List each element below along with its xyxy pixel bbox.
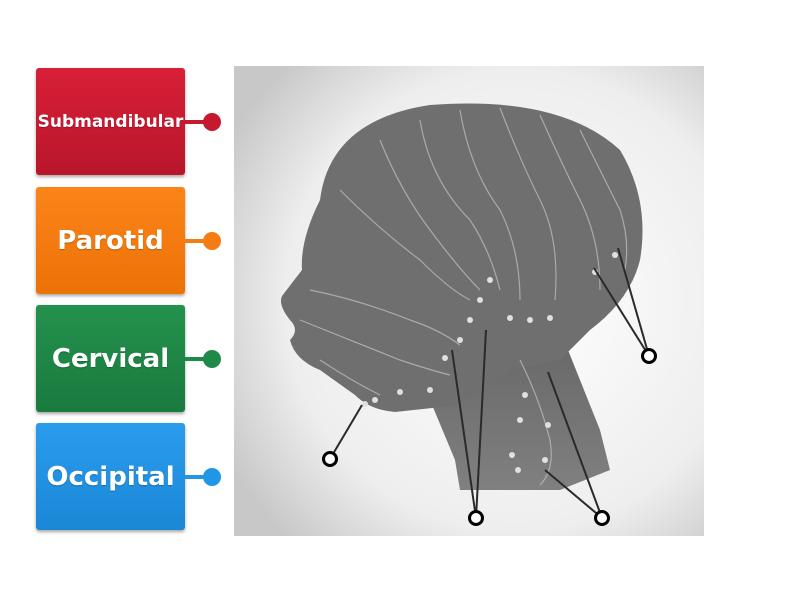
label-text: Parotid xyxy=(57,225,164,256)
lymph-vessels xyxy=(299,107,628,486)
head-lymph-diagram xyxy=(234,66,704,536)
label-cervical[interactable]: Cervical xyxy=(36,305,185,412)
drop-target-occipital-area[interactable] xyxy=(641,348,657,364)
head-shape xyxy=(281,103,643,412)
pointer-lines xyxy=(329,247,650,519)
connector-dot[interactable] xyxy=(203,232,221,250)
connector-line xyxy=(185,475,205,479)
connector-line xyxy=(185,357,205,361)
label-text: Occipital xyxy=(46,461,175,492)
label-text: Cervical xyxy=(51,343,170,374)
label-occipital[interactable]: Occipital xyxy=(36,423,185,530)
drop-target-parotid-area[interactable] xyxy=(468,510,484,526)
label-submandibular[interactable]: Submandibular xyxy=(36,68,185,175)
connector-dot[interactable] xyxy=(203,350,221,368)
drop-target-cervical-area[interactable] xyxy=(594,510,610,526)
connector-line xyxy=(185,239,205,243)
connector-dot[interactable] xyxy=(203,113,221,131)
drop-target-submandibular-area[interactable] xyxy=(322,451,338,467)
connector-dot[interactable] xyxy=(203,468,221,486)
label-parotid[interactable]: Parotid xyxy=(36,187,185,294)
label-text: Submandibular xyxy=(37,111,184,132)
connector-line xyxy=(185,120,205,124)
